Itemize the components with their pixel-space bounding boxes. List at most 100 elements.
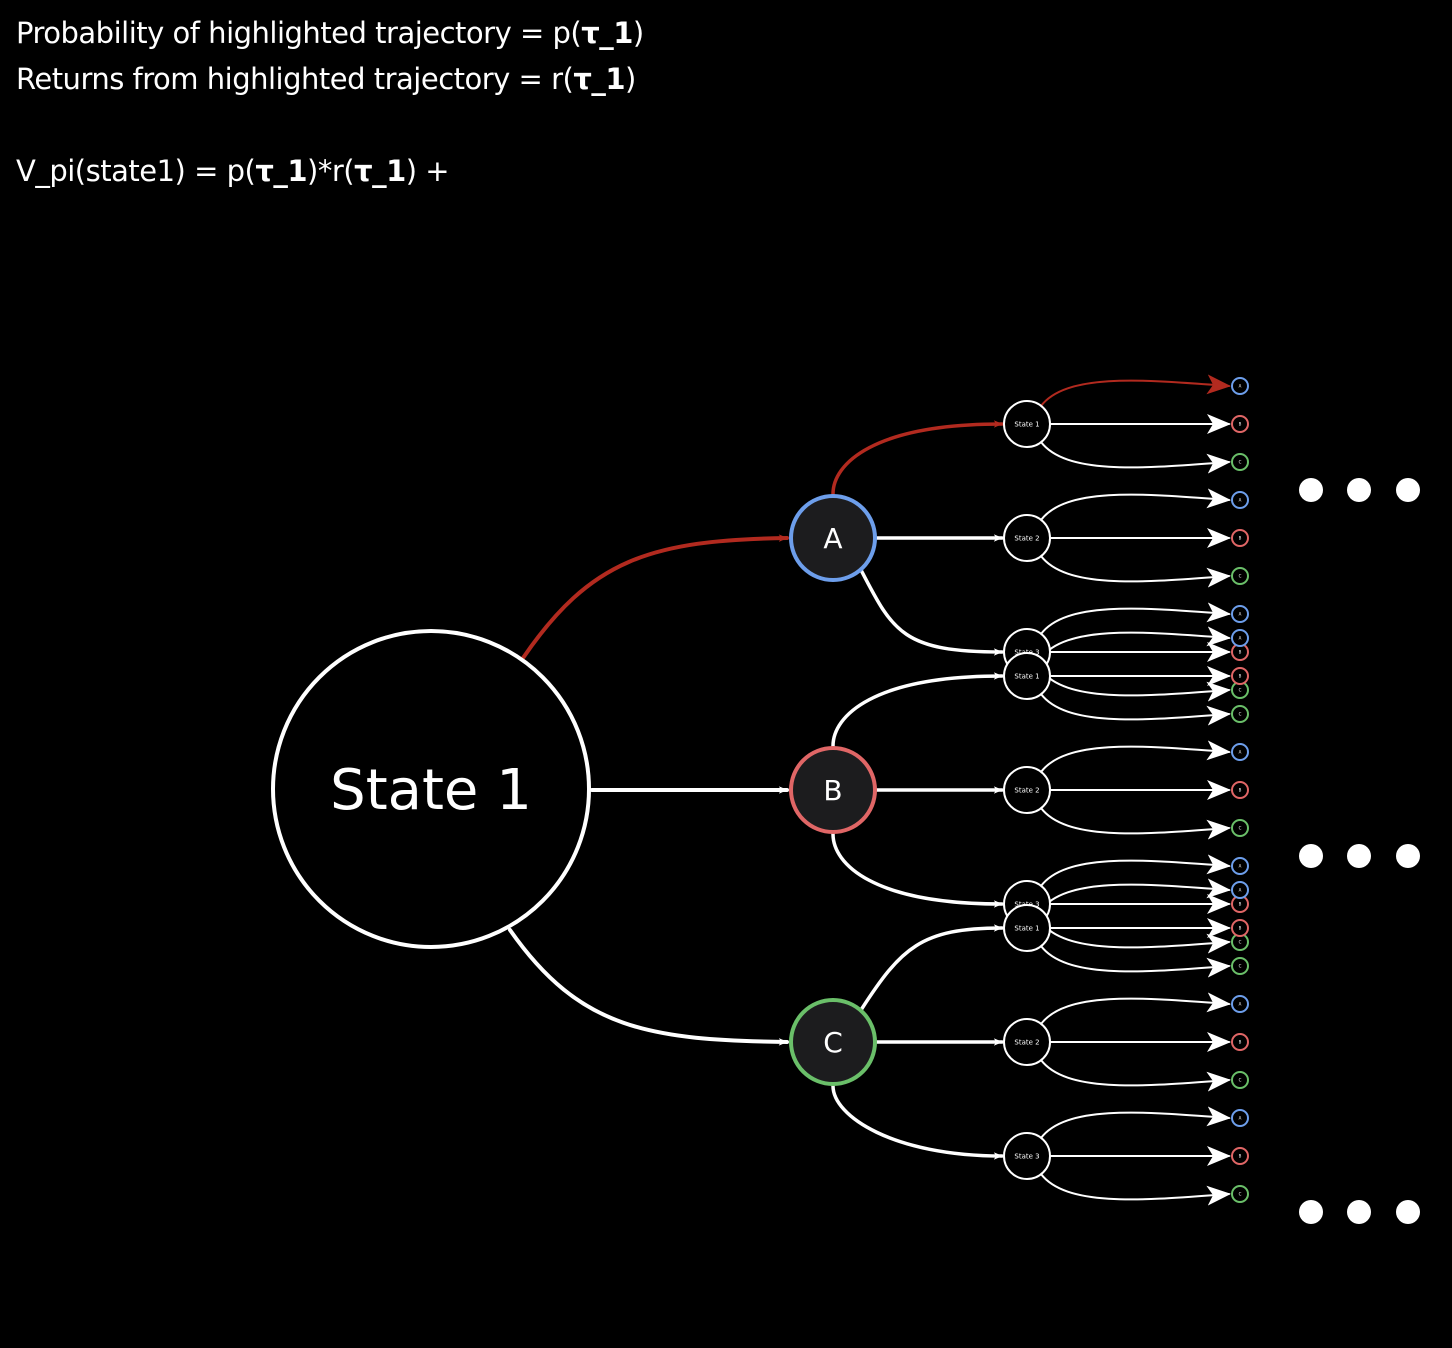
leaf-action-label: B [1239, 650, 1242, 655]
eq3-prefix: V_pi(state1) = p( [16, 154, 256, 188]
ellipsis: ... [1299, 1200, 1420, 1224]
leaf-action-node-c: C [1231, 1071, 1249, 1089]
state-node: State 3 [1003, 1132, 1051, 1180]
leaf-action-node-b: B [1231, 667, 1249, 685]
edge-state-2-to-a [1040, 992, 1231, 1025]
leaf-action-label: C [1239, 1192, 1242, 1197]
edge-state-1-to-c [1040, 441, 1231, 474]
edge-state-2-to-c [1040, 1059, 1231, 1092]
action-label: B [823, 774, 842, 807]
eq3-suffix: ) + [405, 154, 450, 188]
leaf-action-node-a: A [1231, 377, 1249, 395]
leaf-action-node-a: A [1231, 629, 1249, 647]
tau-symbol: τ_1 [573, 62, 625, 96]
leaf-action-node-b: B [1231, 529, 1249, 547]
leaf-action-label: C [1239, 460, 1242, 465]
ellipsis-dot [1299, 844, 1323, 868]
state-node: State 2 [1003, 514, 1051, 562]
value-equation: V_pi(state1) = p(τ_1)*r(τ_1) + [16, 154, 450, 188]
edge-state-1-to-a [1040, 374, 1231, 407]
ellipsis-dot [1396, 1200, 1420, 1224]
edge-state-1-to-a [1040, 626, 1231, 659]
edge-state-3-to-a [1040, 602, 1231, 635]
leaf-action-label: B [1239, 926, 1242, 931]
leaf-action-label: B [1239, 422, 1242, 427]
leaf-action-node-b: B [1231, 1033, 1249, 1051]
state-label: State 2 [1014, 1039, 1039, 1047]
leaf-action-label: B [1239, 788, 1242, 793]
tau-symbol: τ_1 [354, 154, 406, 188]
leaf-action-label: C [1239, 574, 1242, 579]
ellipsis-dot [1347, 1200, 1371, 1224]
leaf-action-node-a: A [1231, 857, 1249, 875]
state-label: State 3 [1014, 1153, 1039, 1161]
edge-a-to-state-3 [859, 568, 1004, 656]
action-node-c: C [789, 998, 877, 1086]
leaf-action-node-b: B [1231, 415, 1249, 433]
edge-state-3-to-c [1040, 921, 1231, 954]
ellipsis-dot [1347, 478, 1371, 502]
edge-b-to-state-1 [831, 672, 1004, 748]
leaf-action-node-b: B [1231, 1147, 1249, 1165]
edge-root-to-a [521, 534, 789, 660]
ellipsis-dot [1299, 478, 1323, 502]
state-label: State 1 [1014, 421, 1039, 429]
leaf-action-label: B [1239, 536, 1242, 541]
leaf-action-node-a: A [1231, 605, 1249, 623]
returns-equation: Returns from highlighted trajectory = r(… [16, 62, 636, 96]
edge-a-to-state-1 [831, 420, 1004, 496]
eq3-mid: )*r( [307, 154, 355, 188]
leaf-action-label: A [1239, 1116, 1242, 1121]
state-label: State 1 [1014, 673, 1039, 681]
state-node: State 1 [1003, 652, 1051, 700]
eq1-prefix: Probability of highlighted trajectory = … [16, 16, 582, 50]
edge-state-2-to-c [1040, 807, 1231, 840]
state-node: State 1 [1003, 400, 1051, 448]
state-label: State 1 [1014, 925, 1039, 933]
leaf-action-node-c: C [1231, 957, 1249, 975]
edge-state-2-to-c [1040, 555, 1231, 588]
action-node-b: B [789, 746, 877, 834]
ellipsis-dot [1347, 844, 1371, 868]
leaf-action-label: C [1239, 826, 1242, 831]
state-node: State 1 [1003, 904, 1051, 952]
state-label: State 2 [1014, 535, 1039, 543]
edge-root-to-c [508, 928, 789, 1046]
leaf-action-label: C [1239, 964, 1242, 969]
leaf-action-node-a: A [1231, 995, 1249, 1013]
edge-state-1-to-c [1040, 693, 1231, 726]
ellipsis-dot [1299, 1200, 1323, 1224]
ellipsis-dot [1396, 478, 1420, 502]
leaf-action-label: B [1239, 1040, 1242, 1045]
edge-b-to-state-3 [831, 832, 1004, 908]
action-label: C [823, 1026, 843, 1059]
probability-equation: Probability of highlighted trajectory = … [16, 16, 644, 50]
leaf-action-label: A [1239, 750, 1242, 755]
root-state-node: State 1 [271, 629, 591, 949]
eq1-suffix: ) [632, 16, 644, 50]
leaf-action-label: A [1239, 1002, 1242, 1007]
leaf-action-node-a: A [1231, 881, 1249, 899]
leaf-action-node-a: A [1231, 743, 1249, 761]
leaf-action-label: A [1239, 498, 1242, 503]
ellipsis: ... [1299, 844, 1420, 868]
ellipsis: ... [1299, 478, 1420, 502]
leaf-action-label: C [1239, 1078, 1242, 1083]
edge-state-1-to-c [1040, 945, 1231, 978]
leaf-action-node-c: C [1231, 567, 1249, 585]
action-node-a: A [789, 494, 877, 582]
ellipsis-dot [1396, 844, 1420, 868]
edge-state-3-to-a [1040, 854, 1231, 887]
leaf-action-label: B [1239, 1154, 1242, 1159]
leaf-action-node-c: C [1231, 819, 1249, 837]
edge-state-3-to-c [1040, 1173, 1231, 1206]
tau-symbol: τ_1 [255, 154, 307, 188]
leaf-action-label: C [1239, 688, 1242, 693]
state-label: State 2 [1014, 787, 1039, 795]
edge-state-2-to-a [1040, 488, 1231, 521]
eq2-suffix: ) [625, 62, 636, 96]
leaf-action-label: B [1239, 902, 1242, 907]
leaf-action-node-c: C [1231, 705, 1249, 723]
